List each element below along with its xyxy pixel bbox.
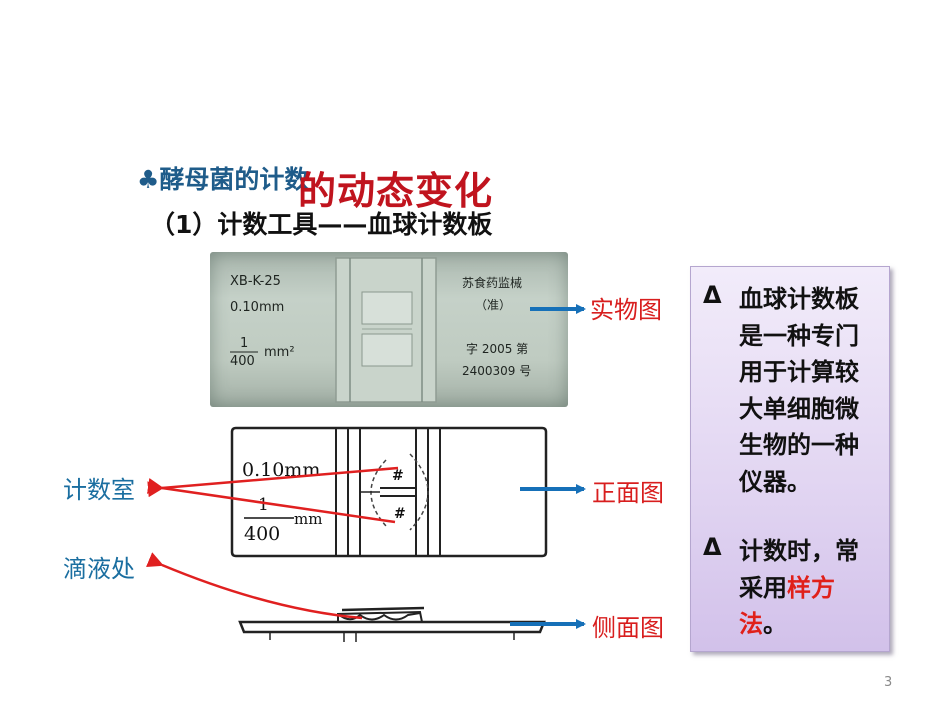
photo-fraction-numerator: 1 bbox=[240, 336, 249, 351]
page-number: 3 bbox=[884, 675, 893, 690]
info-item-2-text-after: 。 bbox=[763, 610, 787, 638]
hemocytometer-photo: XB-K-25 0.10mm 1 400 mm² 苏食药监械 （准） 字 200… bbox=[210, 252, 568, 407]
info-item-2-text-before: 计数时，常采用 bbox=[739, 537, 859, 602]
drawing-fraction-numerator: 1 bbox=[258, 495, 269, 515]
info-item-1-text: 血球计数板是一种专门用于计算较大单细胞微生物的一种仪器。 bbox=[739, 285, 859, 496]
photo-registration-line-1: 苏食药监械 bbox=[462, 276, 523, 290]
arrow-chamber-lower bbox=[146, 478, 396, 524]
physical-view-label: 实物图 bbox=[590, 296, 662, 324]
side-view-base bbox=[238, 620, 546, 634]
delta-marker: Δ bbox=[703, 533, 722, 561]
hemocytometer-drawing: # # 0.10mm 1 400 mm bbox=[210, 410, 568, 664]
info-box: Δ 血球计数板是一种专门用于计算较大单细胞微生物的一种仪器。 Δ 计数时，常采用… bbox=[690, 266, 890, 652]
front-view-label: 正面图 bbox=[592, 479, 664, 507]
photo-registration-line-3: 字 2005 第 bbox=[466, 342, 529, 356]
club-bullet-icon: ♣ bbox=[137, 165, 160, 194]
delta-marker: Δ bbox=[703, 281, 722, 309]
arrow-drop-site bbox=[146, 552, 363, 620]
bullet-heading-text: 酵母菌的计数 bbox=[159, 165, 310, 194]
photo-model-text: XB-K-25 bbox=[230, 274, 281, 289]
chamber-grid-mark-lower: # bbox=[394, 506, 406, 522]
photo-fraction-denominator: 400 bbox=[230, 354, 255, 369]
photo-registration-line-4: 2400309 号 bbox=[462, 364, 532, 378]
chamber-grid-mark-upper: # bbox=[392, 468, 404, 484]
photo-registration-line-2: （准） bbox=[475, 298, 512, 312]
arrow-chamber-upper bbox=[147, 466, 399, 498]
front-view-outline bbox=[230, 426, 548, 558]
photo-slide-shape bbox=[230, 257, 437, 403]
info-item-2-highlight: 样方法 bbox=[739, 573, 835, 639]
drawing-fraction-denominator: 400 bbox=[244, 523, 280, 545]
bullet-heading: ♣酵母菌的计数 bbox=[137, 160, 309, 196]
drop-site-label: 滴液处 bbox=[63, 555, 135, 583]
overlay-title: 的动态变化 bbox=[298, 169, 494, 213]
photo-depth-text: 0.10mm bbox=[230, 300, 285, 315]
counting-chamber-label: 计数室 bbox=[63, 476, 135, 504]
drawing-area-unit: mm bbox=[294, 510, 322, 528]
photo-area-unit: mm² bbox=[264, 345, 295, 360]
subheading: （1）计数工具——血球计数板 bbox=[150, 210, 493, 239]
info-item-2-text: 计数时，常采用样方法。 bbox=[739, 533, 869, 643]
side-view-label: 侧面图 bbox=[592, 614, 664, 642]
